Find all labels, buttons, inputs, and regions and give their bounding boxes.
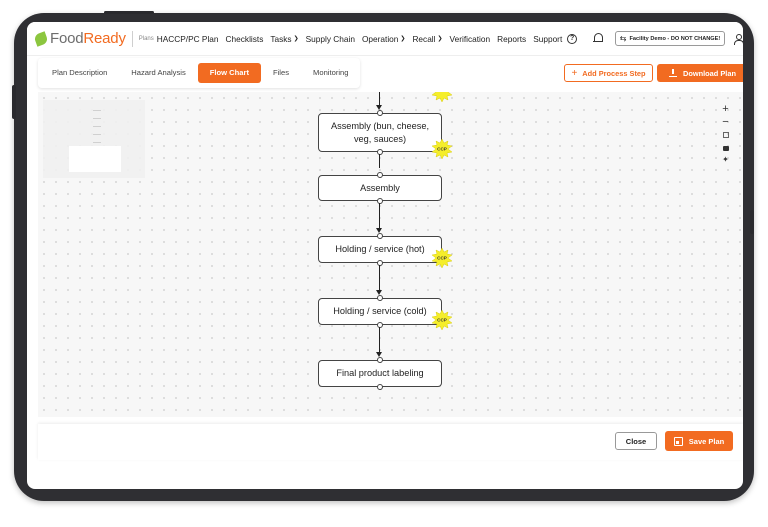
add-process-step-label: Add Process Step <box>582 68 646 78</box>
save-plan-label: Save Plan <box>688 436 725 446</box>
ccp-badge-label: CCP <box>437 256 447 261</box>
save-icon <box>673 436 683 446</box>
nav-checklists[interactable]: Checklists <box>226 34 264 44</box>
node-label: Final product labeling <box>336 368 424 379</box>
nav-label: Verification <box>449 33 491 44</box>
nav-label: Operation <box>361 33 399 44</box>
node-handle[interactable] <box>377 110 383 116</box>
minimap-node <box>93 126 101 127</box>
zoom-out-icon[interactable]: − <box>722 116 729 128</box>
tab-plan-description[interactable]: Plan Description <box>52 68 108 77</box>
tablet-top-button <box>104 11 154 14</box>
node-label: Assembly <box>360 182 400 193</box>
facility-selector[interactable]: ⇆ Facility Demo - DO NOT CHANGE! <box>614 31 726 46</box>
download-icon <box>669 68 677 78</box>
flow-node[interactable]: Assembly (bun, cheese, veg, sauces) <box>318 110 442 155</box>
tab-monitoring[interactable]: Monitoring <box>313 68 349 77</box>
leaf-icon <box>33 30 49 47</box>
node-label: Assembly (bun, cheese, veg, sauces) <box>330 121 430 144</box>
nav-label: Supply Chain <box>305 33 355 44</box>
minimap-node <box>93 142 101 143</box>
nav-tasks[interactable]: Tasks❯ <box>270 34 298 44</box>
nav-label: Recall <box>412 33 436 44</box>
arrow-icon <box>376 352 382 357</box>
flowchart-canvas[interactable]: + − ✦ Assembly (bun, cheese, veg, sauces… <box>38 92 743 417</box>
download-plan-label: Download Plan <box>683 68 736 78</box>
tablet-side-button <box>750 210 754 234</box>
nav-label: Tasks <box>270 33 292 44</box>
plus-icon: + <box>571 67 578 79</box>
add-process-step-button[interactable]: + Add Process Step <box>564 64 653 82</box>
node-handle[interactable] <box>377 233 383 239</box>
logo-text-food: Food <box>50 30 84 47</box>
plan-tabs: Plan Description Hazard Analysis Flow Ch… <box>38 58 360 88</box>
nav-label: Reports <box>497 33 527 44</box>
bell-icon[interactable] <box>593 33 603 44</box>
nav-recall[interactable]: Recall❯ <box>412 34 442 44</box>
nav-supply-chain[interactable]: Supply Chain <box>306 34 355 44</box>
arrow-icon <box>376 228 382 233</box>
flow-edge <box>379 203 381 229</box>
tablet-side-button <box>12 85 16 119</box>
minimap-node <box>93 110 101 111</box>
flow-node[interactable]: Assembly <box>318 172 442 204</box>
swap-icon: ⇆ <box>619 34 627 43</box>
user-icon[interactable] <box>733 33 743 45</box>
nav-label: Support <box>533 33 563 44</box>
ccp-badge-icon: CCP <box>432 310 452 330</box>
facility-name: Facility Demo - DO NOT CHANGE! <box>629 35 721 42</box>
tab-files[interactable]: Files <box>272 68 290 77</box>
minimap[interactable] <box>43 100 145 178</box>
zoom-in-icon[interactable]: + <box>722 103 729 115</box>
download-plan-button[interactable]: Download Plan <box>657 64 743 82</box>
plans-label: Plans <box>138 35 154 42</box>
chevron-down-icon: ❯ <box>293 36 299 42</box>
flow-edge <box>379 265 381 291</box>
chevron-down-icon: ❯ <box>437 36 443 42</box>
ccp-badge-icon: CCP <box>432 139 452 159</box>
arrow-icon <box>376 105 382 110</box>
magic-wand-icon[interactable]: ✦ <box>722 155 729 164</box>
node-handle[interactable] <box>377 172 383 178</box>
nav-label: Checklists <box>225 33 264 44</box>
logo-text-ready: Ready <box>83 30 126 47</box>
arrow-icon <box>376 290 382 295</box>
flow-edge <box>379 327 381 353</box>
flow-node[interactable]: Holding / service (cold) <box>318 295 442 328</box>
ccp-badge-label: CCP <box>437 318 447 323</box>
chevron-down-icon: ❯ <box>400 36 406 42</box>
footer-bar: Close Save Plan <box>38 424 743 460</box>
ccp-badge-label: CCP <box>437 147 447 152</box>
ccp-badge-icon <box>432 92 452 102</box>
nav-verification[interactable]: Verification <box>450 34 491 44</box>
nav-plan-name[interactable]: HACCP/PC Plan <box>156 33 219 44</box>
nav-support[interactable]: Support <box>533 34 562 44</box>
close-button[interactable]: Close <box>615 432 657 450</box>
save-plan-button[interactable]: Save Plan <box>665 431 733 451</box>
help-icon[interactable]: ? <box>567 33 578 44</box>
nav-reports[interactable]: Reports <box>497 34 526 44</box>
node-label: Holding / service (hot) <box>335 244 425 255</box>
minimap-viewport[interactable] <box>69 146 121 172</box>
flow-edge <box>379 92 381 106</box>
node-handle[interactable] <box>377 295 383 301</box>
flow-node[interactable]: Holding / service (hot) <box>318 233 442 266</box>
nav-operation[interactable]: Operation❯ <box>362 34 405 44</box>
minimap-node <box>93 118 101 119</box>
node-label: Holding / service (cold) <box>333 306 427 317</box>
minimap-node <box>93 134 101 135</box>
node-handle[interactable] <box>377 357 383 363</box>
flow-node[interactable]: Final product labeling <box>318 357 442 390</box>
flow-edge <box>379 154 381 168</box>
ccp-badge-icon: CCP <box>432 248 452 268</box>
fit-view-icon[interactable] <box>720 130 731 141</box>
nav-divider <box>131 30 133 47</box>
tab-flow-chart[interactable]: Flow Chart <box>197 63 261 83</box>
node-handle[interactable] <box>377 384 383 390</box>
lock-icon[interactable] <box>720 142 731 153</box>
tab-hazard-analysis[interactable]: Hazard Analysis <box>131 68 186 77</box>
